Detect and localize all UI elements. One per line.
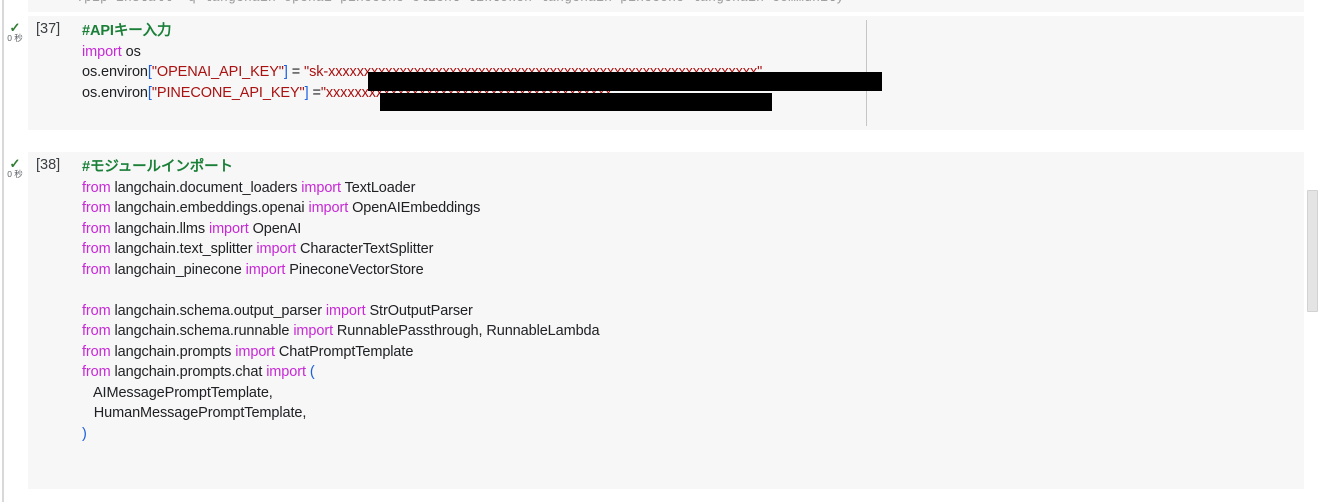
- vertical-scrollbar-track[interactable]: [1305, 0, 1320, 502]
- code-token-kw: import: [208, 220, 249, 237]
- code-token-kw: from: [82, 302, 111, 319]
- code-token-plain: OpenAIEmbeddings: [348, 200, 481, 216]
- code-token-kw: import: [293, 323, 333, 339]
- code-token-plain: os.environ: [82, 64, 148, 80]
- code-line: from langchain.prompts.chat import (: [82, 362, 599, 383]
- code-token-kw: from: [82, 179, 111, 196]
- code-token-plain: langchain.schema.output_parser: [110, 302, 326, 319]
- openai-api-key-redaction: [368, 72, 882, 91]
- code-token-plain: =: [308, 84, 321, 101]
- code-line: import os: [82, 42, 762, 63]
- code-token-str: "OPENAI_API_KEY": [151, 64, 284, 80]
- code-token-kw: import: [301, 179, 341, 196]
- cell-execution-count: [37]: [36, 21, 61, 37]
- code-token-kw: import: [308, 200, 349, 216]
- code-token-plain: langchain.llms: [110, 220, 209, 237]
- clipped-cell-above: !pip install -q langchain openai pinecon…: [28, 0, 1304, 12]
- code-token-plain: os.environ: [82, 84, 148, 101]
- code-line: from langchain.schema.output_parser impo…: [82, 301, 599, 322]
- code-token-plain: StrOutputParser: [365, 302, 473, 319]
- code-line: from langchain.document_loaders import T…: [82, 178, 599, 199]
- code-token-plain: langchain.schema.runnable: [110, 323, 294, 339]
- pinecone-api-key-redaction: [380, 93, 772, 111]
- code-line: HumanMessagePromptTemplate,: [82, 403, 599, 424]
- run-cell-button[interactable]: ✓0 秒: [4, 156, 26, 179]
- code-line: from langchain.embeddings.openai import …: [82, 198, 599, 219]
- code-token-plain: os: [121, 43, 141, 60]
- code-token-plain: OpenAI: [248, 220, 302, 237]
- code-token-kw: import: [325, 302, 366, 319]
- code-token-plain: RunnablePassthrough, RunnableLambda: [333, 323, 600, 339]
- code-line: ): [82, 424, 599, 445]
- cell-elapsed-time: 0 秒: [7, 33, 23, 43]
- code-token-plain: langchain.document_loaders: [110, 179, 302, 196]
- code-token-plain: AIMessagePromptTemplate,: [82, 384, 273, 401]
- code-token-kw: from: [82, 220, 111, 237]
- code-token-punct: [: [147, 64, 152, 80]
- vertical-scrollbar-thumb[interactable]: [1307, 190, 1318, 312]
- code-cell[interactable]: ✓0 秒 [38] #モジュールインポート from langchain.docume…: [0, 152, 1320, 489]
- code-token-plain: PineconeVectorStore: [285, 261, 424, 278]
- code-line: from langchain.text_splitter import Char…: [82, 239, 599, 260]
- code-line: #APIキー入力: [82, 21, 762, 42]
- code-token-kw: from: [82, 241, 111, 257]
- run-cell-button[interactable]: ✓0 秒: [4, 20, 26, 43]
- cell-execution-count: [38]: [36, 157, 61, 173]
- code-token-plain: =: [287, 64, 305, 80]
- code-token-kw: import: [266, 364, 306, 380]
- cell-elapsed-time: 0 秒: [7, 169, 23, 179]
- code-token-punct: ]: [304, 84, 309, 101]
- code-token-plain: langchain.prompts.chat: [110, 364, 267, 380]
- code-token-kw: import: [82, 43, 122, 60]
- code-line: from langchain.llms import OpenAI: [82, 219, 599, 240]
- code-token-kw: from: [82, 343, 111, 360]
- code-token-plain: langchain.embeddings.openai: [110, 200, 309, 216]
- code-line: from langchain.schema.runnable import Ru…: [82, 321, 600, 342]
- code-token-kw: import: [245, 261, 286, 278]
- code-token-punct: [: [147, 84, 152, 101]
- code-line: from langchain_pinecone import PineconeV…: [82, 260, 599, 281]
- code-token-punct: ): [82, 425, 87, 442]
- code-token-comment: #APIキー入力: [82, 23, 172, 39]
- code-token-plain: CharacterTextSplitter: [296, 241, 434, 257]
- code-token-plain: HumanMessagePromptTemplate,: [82, 405, 307, 421]
- code-token-kw: import: [235, 343, 275, 360]
- code-token-punct: (: [309, 364, 315, 380]
- code-token-kw: from: [82, 261, 111, 278]
- code-token-kw: from: [82, 323, 111, 339]
- code-token-kw: from: [82, 200, 111, 216]
- code-line: [82, 280, 599, 301]
- code-line: AIMessagePromptTemplate,: [82, 383, 599, 404]
- code-token-plain: langchain.prompts: [110, 343, 236, 360]
- code-token-kw: import: [256, 241, 297, 257]
- notebook-left-rail: [2, 0, 4, 502]
- code-token-comment: #モジュールインポート: [82, 159, 233, 175]
- code-token-plain: langchain_pinecone: [110, 261, 246, 278]
- code-token-plain: ChatPromptTemplate: [274, 343, 414, 360]
- code-token-str: "PINECONE_API_KEY": [151, 84, 305, 101]
- check-icon: ✓: [9, 156, 21, 171]
- clipped-cell-ghost-text: !pip install -q langchain openai pinecon…: [76, 0, 844, 5]
- code-token-plain: langchain.text_splitter: [110, 241, 257, 257]
- code-token-punct: ]: [283, 64, 288, 80]
- check-icon: ✓: [9, 20, 21, 35]
- code-editor[interactable]: #モジュールインポート from langchain.document_loade…: [82, 157, 600, 445]
- code-cell-background: [28, 152, 1304, 489]
- code-line: #モジュールインポート: [82, 157, 599, 178]
- code-token-plain: TextLoader: [340, 179, 416, 196]
- code-line: from langchain.prompts import ChatPrompt…: [82, 342, 599, 363]
- code-token-kw: from: [82, 364, 111, 380]
